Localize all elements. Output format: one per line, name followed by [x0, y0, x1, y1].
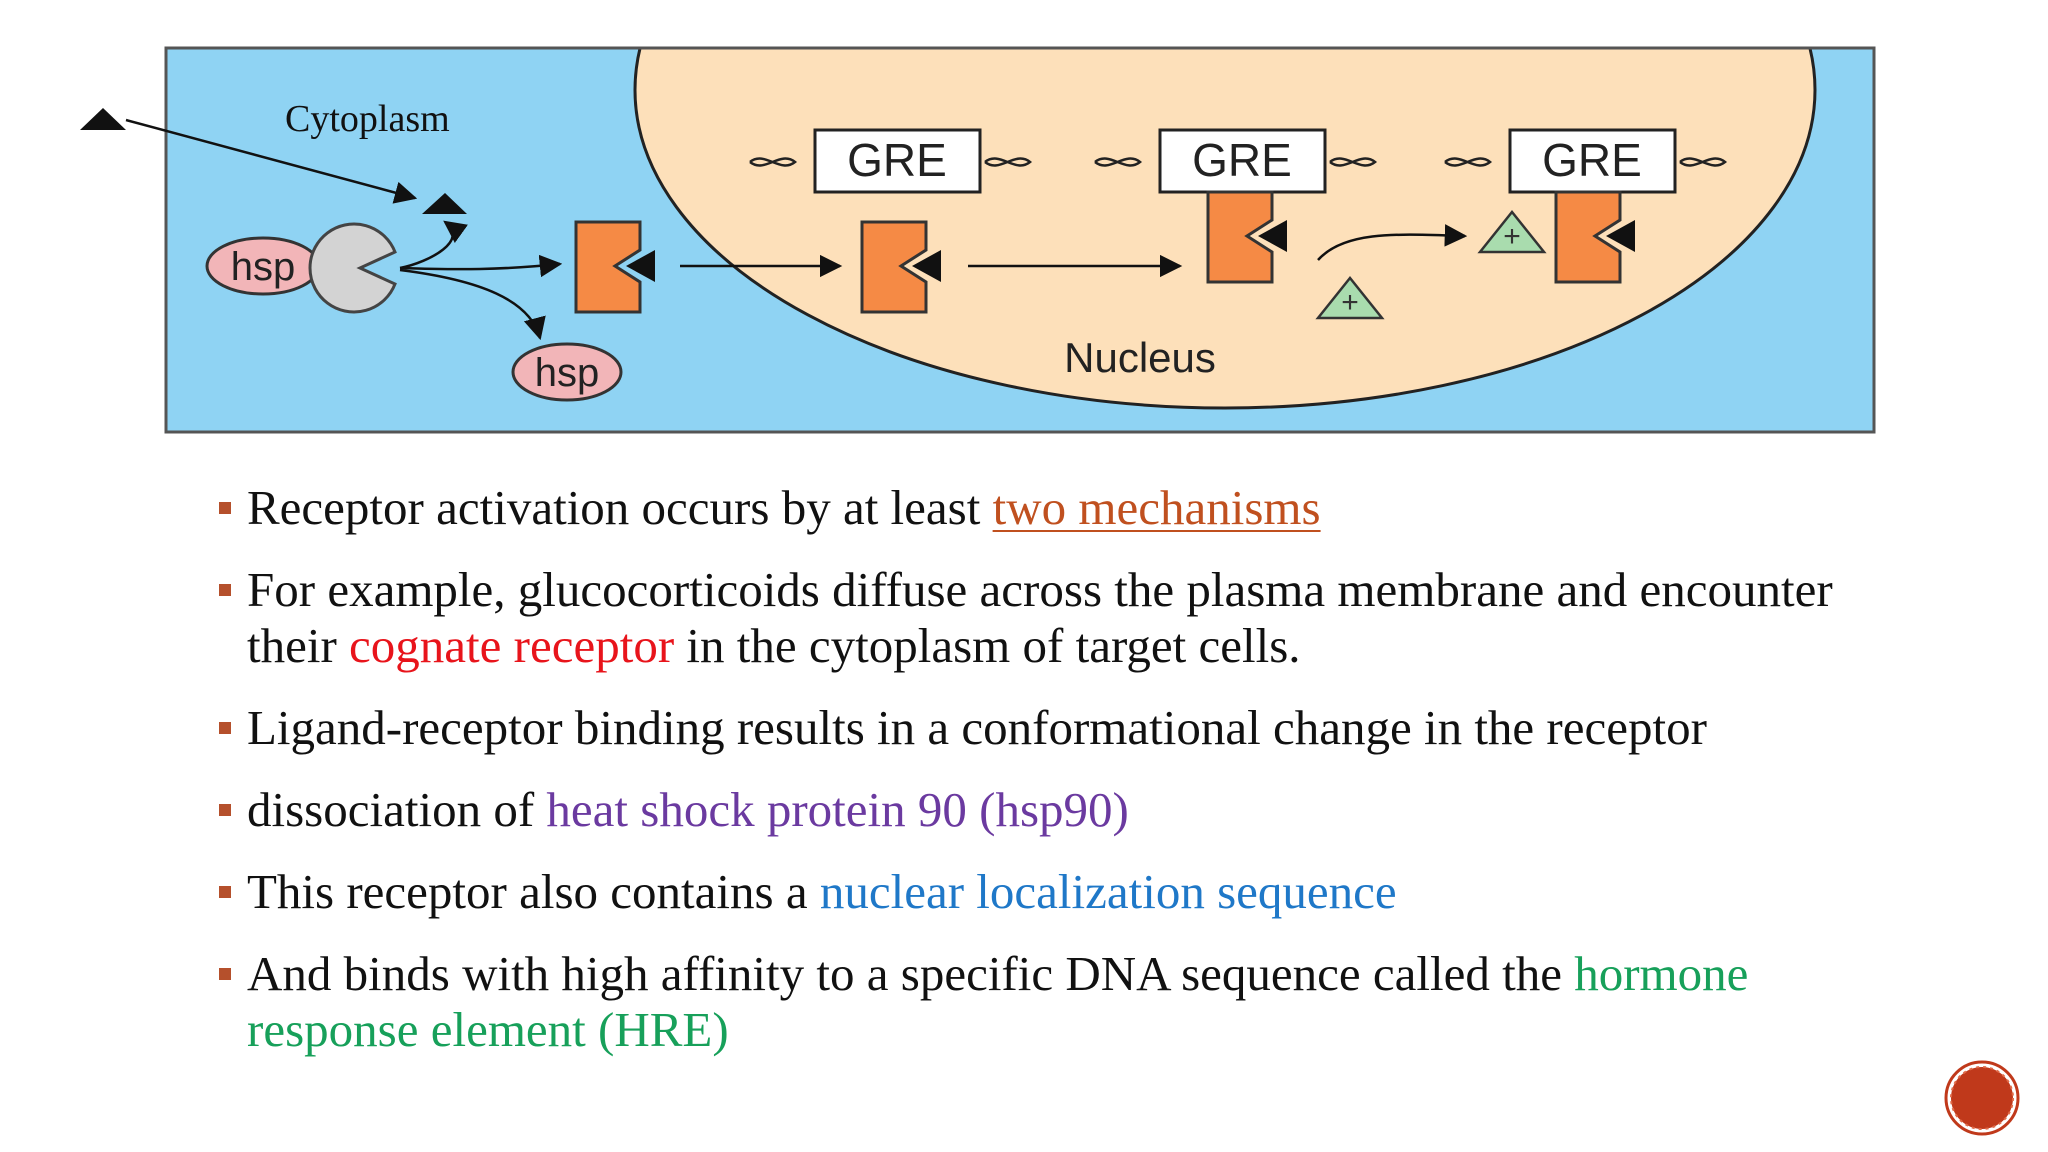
bullet-text: Receptor activation occurs by at least	[247, 480, 993, 535]
gre-label-2: GRE	[1192, 134, 1292, 186]
bullet-text: cognate receptor	[349, 618, 675, 673]
nucleus-label: Nucleus	[1064, 334, 1216, 381]
bullet-item: Ligand-receptor binding results in a con…	[215, 700, 1915, 756]
coactivator-free-plus: +	[1341, 286, 1359, 319]
bullet-square-icon	[219, 584, 231, 596]
ligand-triangle-inner-icon	[422, 193, 467, 214]
receptor-cytoplasm	[574, 220, 655, 314]
inactive-receptor-shape	[308, 222, 397, 314]
ligand-triangle-icon	[80, 108, 126, 130]
slide-nav-circle-icon[interactable]	[1944, 1060, 2020, 1136]
bullet-text: This receptor also contains a	[247, 864, 820, 919]
bullet-text: For example, glucocorticoids diffuse acr…	[247, 562, 1833, 673]
bullet-list: Receptor activation occurs by at least t…	[215, 480, 1915, 1084]
receptor-dna-bound-2	[1554, 190, 1635, 284]
receptor-nucleus	[860, 220, 941, 314]
coactivator-free: +	[1315, 275, 1385, 320]
hsp-bound-label: hsp	[231, 245, 296, 289]
bullet-item: And binds with high affinity to a specif…	[215, 946, 1915, 1058]
bullet-square-icon	[219, 968, 231, 980]
bullet-square-icon	[219, 502, 231, 514]
coactivator-bound-plus: +	[1503, 220, 1521, 253]
hsp-free-label: hsp	[535, 351, 600, 395]
receptor-activation-figure: Cytoplasm hsp hsp GRE GRE	[80, 46, 1876, 434]
cytoplasm-label: Cytoplasm	[285, 98, 450, 140]
bullet-square-icon	[219, 722, 231, 734]
receptor-dna-bound-1	[1206, 190, 1287, 284]
bullet-text: dissociation of	[247, 782, 547, 837]
bullet-text: heat shock protein 90 (hsp90)	[546, 782, 1129, 837]
gre-label-3: GRE	[1542, 134, 1642, 186]
bullet-text: hormone response element (HRE)	[247, 946, 1749, 1057]
coactivator-bound: +	[1477, 209, 1547, 254]
bullet-item: For example, glucocorticoids diffuse acr…	[215, 562, 1915, 674]
gre-element-2: GRE	[1094, 128, 1378, 194]
bullet-item: Receptor activation occurs by at least t…	[215, 480, 1915, 536]
bullet-text: Ligand-receptor binding results in a con…	[247, 700, 1707, 755]
gre-element-1: GRE	[749, 128, 1033, 194]
bullet-text: And binds with high affinity to a specif…	[247, 946, 1575, 1001]
bullet-link[interactable]: two mechanisms	[992, 480, 1321, 535]
bullet-square-icon	[219, 886, 231, 898]
bullet-text: in the cytoplasm of target cells.	[674, 618, 1301, 673]
gre-label-1: GRE	[847, 134, 947, 186]
bullet-item: dissociation of heat shock protein 90 (h…	[215, 782, 1915, 838]
bullet-item: This receptor also contains a nuclear lo…	[215, 864, 1915, 920]
hsp-free	[511, 342, 623, 402]
gre-element-3: GRE	[1444, 128, 1728, 194]
bullet-square-icon	[219, 804, 231, 816]
bullet-text: nuclear localization sequence	[819, 864, 1397, 919]
